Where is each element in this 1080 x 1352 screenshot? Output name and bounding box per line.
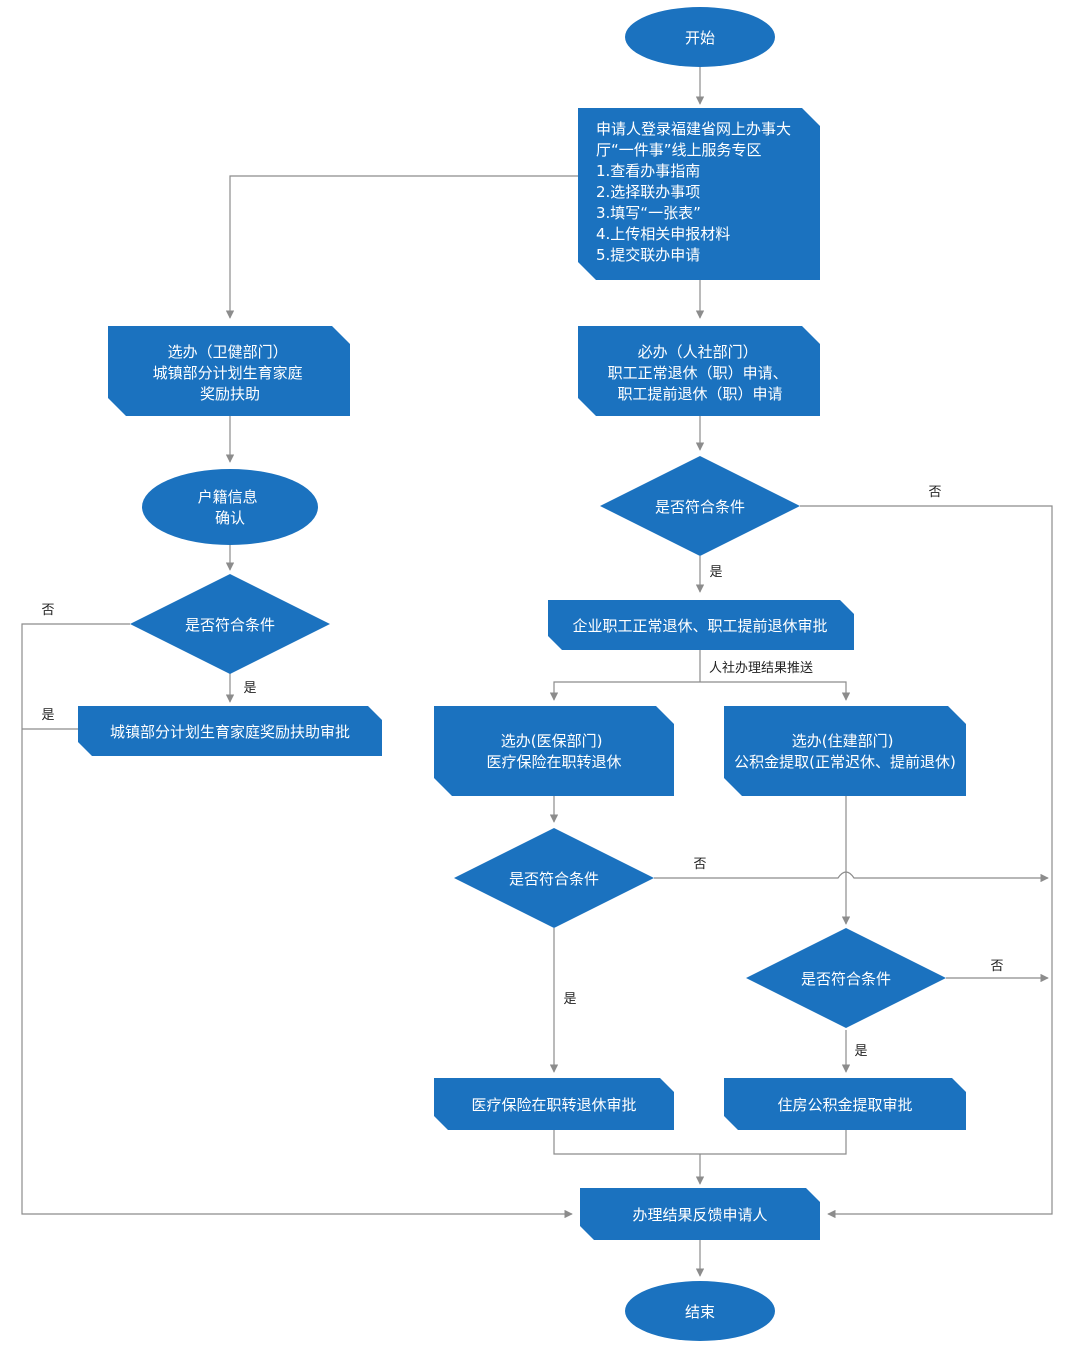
edge-housing-approval-merge [700,1130,847,1155]
label-yes-housing: 是 [854,1044,867,1059]
retire-approval-text: 企业职工正常退休、职工提前退休审批 [572,617,827,635]
label-yes-hr: 是 [709,565,722,580]
edge-check-medical-no [654,871,1049,883]
shapes [78,7,966,1341]
hr-required-text: 必办（人社部门） 职工正常退休（职）申请、 职工提前退休（职）申请 [608,343,793,403]
retire-approval-box [548,600,854,650]
housing-optional-box [724,706,966,796]
edge-labels: 否 是 否 是 是 人社办理结果推送 否 是 否 是 [41,485,1003,1059]
apply-box [578,108,820,280]
medical-approval-box [434,1078,674,1130]
label-push: 人社办理结果推送 [709,660,813,676]
housing-optional-text: 选办(住建部门) 公积金提取(正常迟休、提前退休) [734,732,956,771]
label-no-household: 否 [41,603,54,618]
edge-apply-health [225,175,578,319]
check-medical-text: 是否符合条件 [509,870,599,888]
check-hr-text: 是否符合条件 [655,498,745,516]
start-terminal [625,7,775,67]
medical-optional-text: 选办(医保部门) 医疗保险在职转退休 [486,732,621,771]
label-no-housing: 否 [990,959,1003,974]
check-hr-diamond [600,456,800,556]
edge-split-medical [549,681,700,701]
end-text: 结束 [685,1303,715,1321]
check-medical-diamond [454,828,654,928]
edge-medical-approval-merge [553,1130,700,1155]
check-household-diamond [130,574,330,674]
edges [21,66,1053,1277]
housing-approval-box [724,1078,966,1130]
family-approval-box [78,706,382,756]
edge-check-hr-no [800,505,1053,1219]
label-no-medical: 否 [693,857,706,872]
hr-required-box [578,326,820,416]
edge-check-household-no [21,623,573,1219]
medical-optional-box [434,706,674,796]
label-yes-medical: 是 [563,992,576,1007]
start-text: 开始 [685,29,715,47]
end-terminal [625,1281,775,1341]
label-no-hr: 否 [928,485,941,500]
check-housing-diamond [746,928,946,1028]
label-yes-household: 是 [243,681,256,696]
feedback-text: 办理结果反馈申请人 [632,1206,767,1224]
label-yes-left: 是 [41,708,54,723]
health-optional-box [108,326,350,416]
medical-approval-text: 医疗保险在职转退休审批 [471,1096,636,1114]
feedback-box [580,1188,820,1240]
edge-split-housing [700,681,851,701]
health-optional-text: 选办（卫健部门） 城镇部分计划生育家庭 奖励扶助 [153,343,308,403]
household-confirm-terminal [142,469,318,545]
apply-text: 申请人登录福建省网上办事大 厅“一件事”线上服务专区 1.查看办事指南 2.选择… [596,120,796,264]
household-confirm-text: 户籍信息 确认 [198,488,263,527]
check-housing-text: 是否符合条件 [801,970,891,988]
housing-approval-text: 住房公积金提取审批 [777,1096,912,1114]
family-approval-text: 城镇部分计划生育家庭奖励扶助审批 [110,723,350,741]
check-household-text: 是否符合条件 [185,616,275,634]
node-texts: 开始 申请人登录福建省网上办事大 厅“一件事”线上服务专区 1.查看办事指南 2… [110,29,956,1321]
